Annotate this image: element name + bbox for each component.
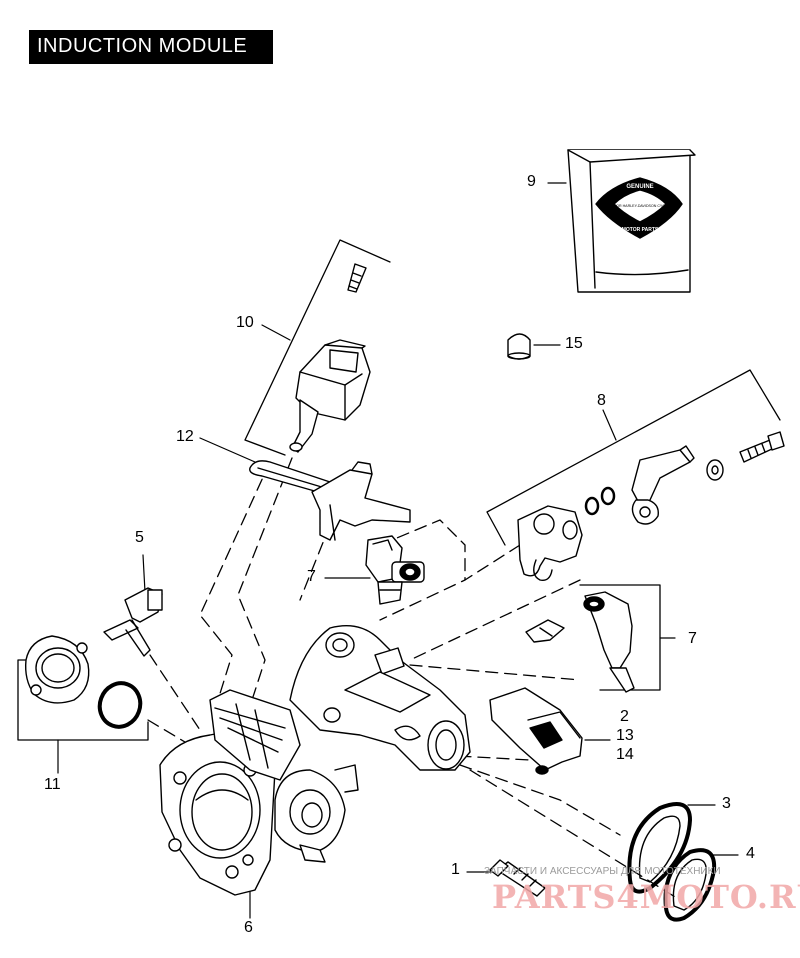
seal-3 [627, 802, 692, 894]
watermark-brand: PARTS4MOTO.RU [492, 878, 800, 916]
bracket-10 [244, 239, 391, 456]
callout-6: 6 [244, 919, 253, 936]
guide-line [237, 457, 293, 701]
guide-line [439, 754, 531, 761]
badge-bottom-text: MOTOR PARTS [622, 227, 659, 233]
callout-7-right: 7 [688, 630, 697, 647]
screw [347, 263, 367, 293]
callout-12: 12 [176, 428, 194, 445]
adapter-flange [24, 635, 90, 704]
leader-5 [142, 554, 146, 593]
callout-5: 5 [135, 529, 144, 546]
callout-8: 8 [597, 392, 606, 409]
callout-14: 14 [616, 746, 634, 763]
callout-3: 3 [722, 795, 731, 812]
callout-7-top: 7 [307, 568, 316, 585]
seal-4 [663, 848, 717, 922]
bracket-8 [486, 369, 781, 546]
guide-line [409, 579, 581, 661]
guide-line [199, 461, 271, 701]
throttle-linkage [274, 769, 346, 853]
iac-gasket [249, 460, 411, 541]
callout-4: 4 [746, 845, 755, 862]
leader-8 [602, 409, 617, 441]
guide-line [379, 544, 521, 621]
seal-3-inner [638, 815, 681, 883]
title-banner: INDUCTION MODULE [29, 30, 273, 64]
leader-lines [57, 182, 739, 919]
rubber-cap [507, 333, 531, 360]
iac-valve [289, 263, 371, 453]
callout-13: 13 [616, 727, 634, 744]
callout-9: 9 [527, 173, 536, 190]
badge-top-text: GENUINE [626, 184, 653, 190]
sensor-label [529, 721, 563, 749]
guide-line [409, 664, 581, 681]
leader-12 [199, 437, 256, 463]
page-title: INDUCTION MODULE [37, 35, 248, 57]
guide-line [147, 719, 191, 746]
watermark-text: ЗАПЧАСТИ И АКСЕССУАРЫ ДЛЯ МОТОТЕХНИКИ [484, 866, 721, 877]
washer [706, 459, 724, 481]
callout-10: 10 [236, 314, 254, 331]
map-sensor [489, 687, 583, 775]
seal-4-inner [672, 858, 707, 911]
guide-line [299, 524, 331, 601]
callout-1: 1 [451, 861, 460, 878]
callout-11: 11 [44, 776, 61, 793]
guide-line [149, 654, 201, 731]
o-ring [600, 486, 616, 506]
temperature-sensor [103, 587, 163, 657]
adapter-o-ring [97, 681, 143, 729]
o-ring [584, 496, 600, 516]
screw-1 [489, 859, 546, 897]
guide-line [379, 519, 466, 581]
guide-line [459, 764, 621, 836]
badge-mid-text: MOTOR HARLEY-DAVIDSON CYCLES [608, 204, 672, 208]
guide-line [469, 769, 681, 901]
throttle-body [159, 625, 471, 896]
callout-15: 15 [565, 335, 583, 352]
bracket-11 [17, 659, 149, 741]
callout-2: 2 [620, 708, 629, 725]
genuine-parts-box: GENUINE MOTOR HARLEY-DAVIDSON CYCLES MOT… [567, 149, 696, 293]
fuel-injector-right [525, 591, 635, 693]
fuel-rail-assembly [517, 431, 785, 581]
fuel-injector-top [365, 535, 425, 605]
leader-10 [261, 324, 291, 341]
assembly-guide-lines [147, 457, 681, 901]
